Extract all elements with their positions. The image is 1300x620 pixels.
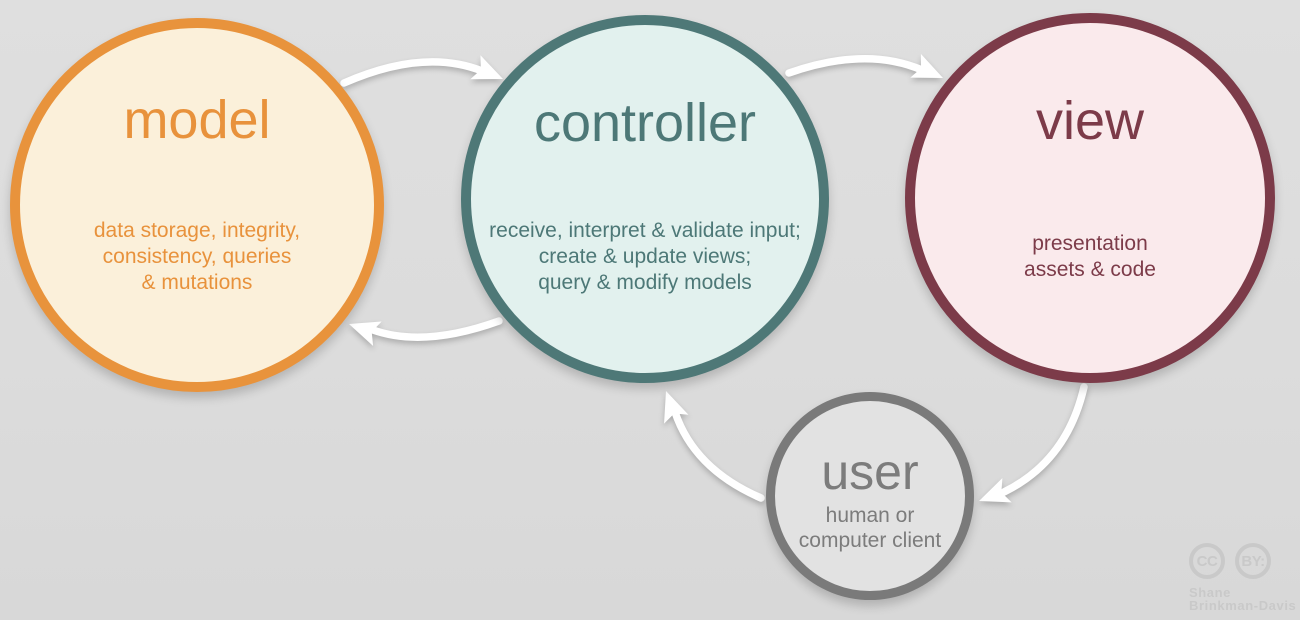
cc-badges: CC BY: — [1189, 543, 1296, 579]
arrow-user-to-controller — [671, 408, 765, 502]
node-user-description: human or computer client — [775, 503, 965, 553]
node-user-title: user — [821, 444, 919, 500]
node-controller: controller receive, interpret & validate… — [461, 15, 829, 383]
arrow-view-to-user — [1000, 383, 1088, 496]
attribution: CC BY: Shane Brinkman-Davis — [1189, 543, 1296, 612]
desc-line: & mutations — [141, 271, 253, 294]
node-model: model data storage, integrity, consisten… — [10, 18, 384, 392]
node-view-description: presentation assets & code — [915, 231, 1265, 283]
arrowhead-model-to-controller — [470, 55, 503, 80]
node-model-title: model — [123, 90, 271, 150]
node-model-description: data storage, integrity, consistency, qu… — [20, 218, 374, 296]
node-view-title: view — [1035, 91, 1145, 151]
desc-line: consistency, queries — [102, 245, 292, 268]
node-controller-description: receive, interpret & validate input; cre… — [471, 218, 819, 296]
node-controller-title: controller — [533, 93, 757, 153]
arrow-model-to-controller — [340, 58, 486, 87]
node-view: view presentation assets & code — [905, 13, 1275, 383]
attribution-name: Shane Brinkman-Davis — [1189, 586, 1296, 612]
cc-icon: CC — [1189, 543, 1225, 579]
desc-line: assets & code — [1024, 258, 1156, 281]
desc-line: data storage, integrity, — [93, 219, 301, 242]
desc-line: receive, interpret & validate input; — [489, 219, 801, 242]
arrowhead-controller-to-view — [910, 53, 943, 78]
arrowhead-user-to-controller — [664, 391, 689, 424]
desc-line: presentation — [1032, 232, 1148, 255]
desc-line: create & update views; — [538, 245, 752, 268]
desc-line: human or — [825, 504, 915, 527]
desc-line: query & modify models — [538, 271, 752, 294]
cc-by-icon: BY: — [1235, 543, 1271, 579]
arrow-controller-to-model — [369, 317, 503, 341]
arrowhead-view-to-user — [979, 478, 1012, 503]
arrow-controller-to-view — [785, 55, 926, 77]
node-user: user human or computer client — [766, 392, 974, 600]
arrowhead-controller-to-model — [349, 321, 382, 347]
desc-line: computer client — [798, 529, 942, 552]
attribution-name-line: Brinkman-Davis — [1189, 598, 1297, 613]
attribution-name-line: Shane — [1189, 585, 1232, 600]
